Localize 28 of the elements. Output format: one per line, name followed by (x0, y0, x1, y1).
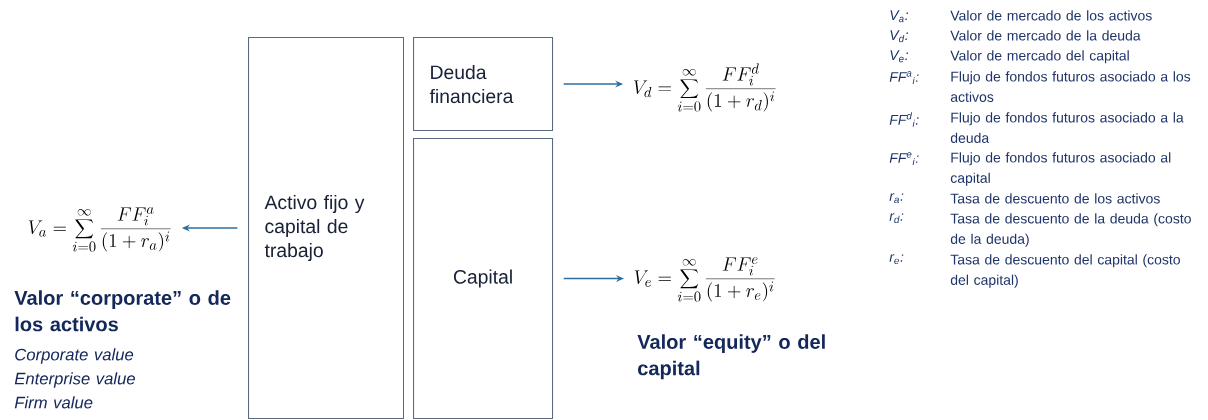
definition-text: Tasa de descuento de los activos (950, 193, 1160, 204)
definition-text: Valor de mercado de los activos (950, 10, 1152, 21)
formula: $V_e = \sum_{i=0}^{\infty} \frac{FF_i^e}{(1+r_e)^i}$ (634, 257, 775, 302)
symbol-text: V$_{e}$: (890, 50, 909, 63)
definition-text: Flujo de fondos futuros asociado a la deuda (950, 112, 1184, 143)
caption-text: Corporate value (15, 348, 134, 364)
definition-text: Tasa de descuento del capital (costo del capital) (950, 254, 1180, 288)
symbol-text: V$_{d}$: (890, 30, 909, 43)
block-box: Deuda financiera (413, 37, 554, 132)
symbol-text: FF$^{a}$$_{i}$: (889, 71, 919, 84)
block-box: Activo fijo y capital de trabajo (248, 37, 405, 420)
definition-text: Valor de mercado de la deuda (950, 30, 1141, 41)
definition-text: Tasa de descuento de la deuda (costo de la deuda) (950, 213, 1191, 247)
caption-text: Enterprise value (14, 372, 135, 388)
definition-text: Flujo de fondos futuros asociado al capital (950, 152, 1171, 186)
block-box: Capital (413, 138, 554, 420)
symbol-text: V$_{a}$: (890, 10, 909, 23)
formula: $V_d = \sum_{i=0}^{\infty} \frac{FF_i^d}{(1+r_d)^i}$ (633, 63, 776, 112)
symbol-text: r$_{d}$: (889, 213, 904, 224)
symbol-text: r$_{a}$: (889, 193, 904, 204)
caption-text: Valor “equity” o del capital (637, 334, 825, 380)
definition-text: Flujo de fondos futuros asociado a los activos (950, 71, 1191, 102)
symbol-text: r$_{e}$: (889, 254, 904, 265)
formula: $V_a = \sum_{i=0}^{\infty} \frac{FF_i^a}{(1+r_a)^i}$ (28, 207, 171, 252)
caption-text: Firm value (14, 396, 93, 409)
symbol-text: FF$^{e}$$_{i}$: (889, 152, 919, 165)
definition-text: Valor de mercado del capital (950, 50, 1129, 64)
symbol-text: FF$^{d}$$_{i}$: (889, 112, 919, 127)
